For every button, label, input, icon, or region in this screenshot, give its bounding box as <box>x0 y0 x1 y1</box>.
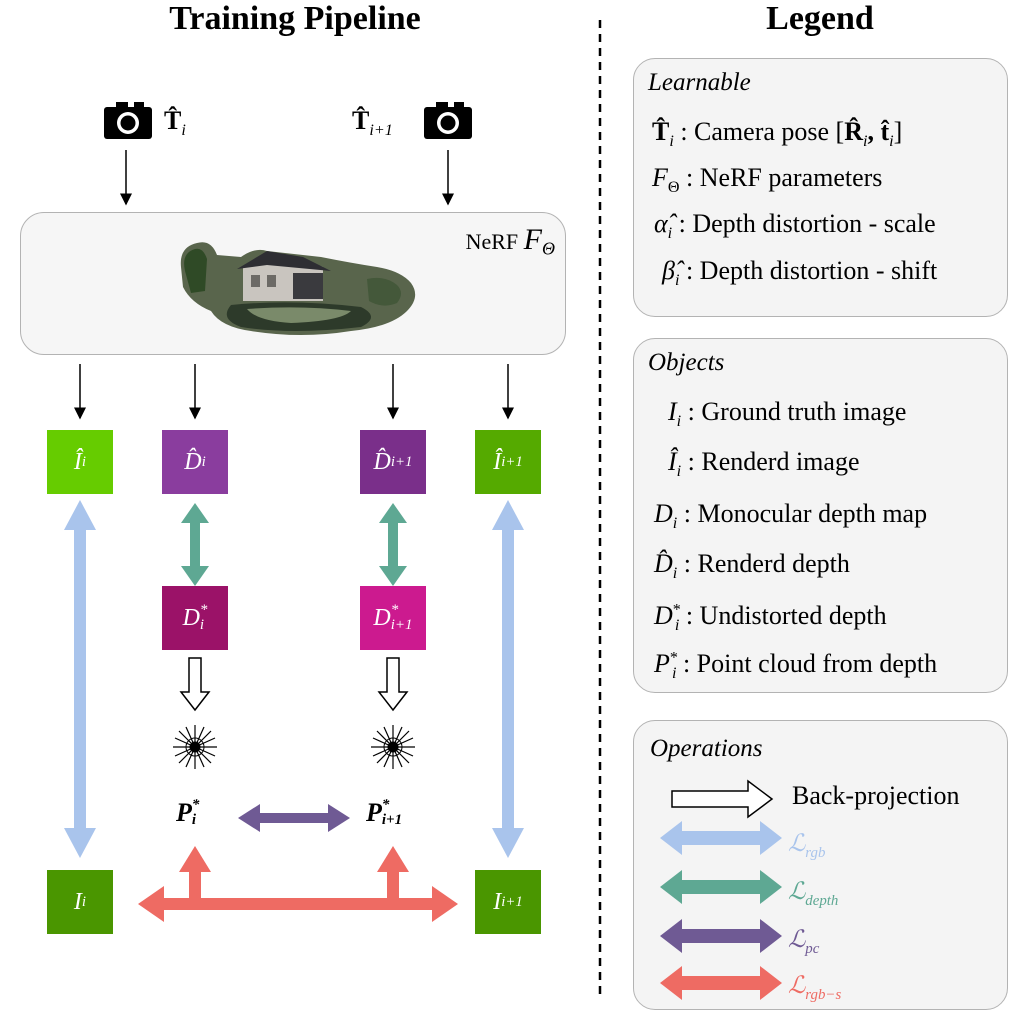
legend-rgbs-loss-label: ℒrgb−s <box>788 973 842 1003</box>
camera-icon <box>102 100 154 147</box>
undistorted-depth-i-node: D*i <box>162 586 228 650</box>
depth-loss-arrow-icon <box>660 870 782 904</box>
camera-pose-label-i1: T̂i+1 <box>352 106 393 140</box>
legend-row-rendered-depth: D̂i : Renderd depth <box>654 549 850 583</box>
back-projection-arrow-icon <box>671 779 774 819</box>
point-cloud-i1-label: P*i+1 <box>366 797 403 828</box>
legend-rgb-loss-label: ℒrgb <box>788 831 826 861</box>
nerf-label: NeRF FΘ <box>465 223 555 259</box>
camera-pose-label-i: T̂i <box>164 106 186 140</box>
pipeline-title: Training Pipeline <box>169 0 421 37</box>
legend-row-nerf-params: FΘ : NeRF parameters <box>652 163 883 197</box>
legend-row-rendered-image: Îi : Renderd image <box>668 447 860 481</box>
nerf-scene-image <box>180 242 416 335</box>
legend-operation-arrows <box>660 779 782 1000</box>
pipeline-arrows <box>64 150 524 922</box>
camera-icon <box>422 100 474 147</box>
legend-row-gt-image: Ii : Ground truth image <box>668 397 907 431</box>
legend-objects-title: Objects <box>648 349 725 376</box>
legend-objects-panel: Objects Ii : Ground truth image Îi : Ren… <box>633 338 1008 693</box>
nerf-model-box: NeRF FΘ <box>20 212 566 355</box>
legend-depth-loss-label: ℒdepth <box>788 879 839 909</box>
legend-learnable-title: Learnable <box>648 69 751 96</box>
legend-row-camera-pose: T̂i : Camera pose [R̂i, t̂i] <box>652 117 903 151</box>
legend-learnable-panel: Learnable T̂i : Camera pose [R̂i, t̂i] F… <box>633 58 1008 317</box>
legend-operations-title: Operations <box>650 735 763 762</box>
point-cloud-icon <box>371 725 415 769</box>
legend-row-depth-scale: α̂i : Depth distortion - scale <box>654 209 936 243</box>
section-divider <box>598 20 602 998</box>
pc-loss-arrow-icon <box>660 919 782 953</box>
legend-row-point-cloud: P*i : Point cloud from depth <box>654 649 938 683</box>
legend-back-projection-label: Back-projection <box>792 781 960 810</box>
rendered-depth-i1-node: D̂i+1 <box>360 430 426 494</box>
rgbs-loss-arrow-icon <box>660 966 782 1000</box>
legend-operations-panel: Operations Back-projection ℒrgb ℒdepth <box>633 720 1008 1010</box>
legend-row-depth-shift: β̂i : Depth distortion - shift <box>662 256 938 290</box>
legend-pc-loss-label: ℒpc <box>788 927 820 957</box>
rendered-depth-i-node: D̂i <box>162 430 228 494</box>
legend-title: Legend <box>766 0 874 37</box>
undistorted-depth-i1-node: D*i+1 <box>360 586 426 650</box>
legend-row-mono-depth: Di : Monocular depth map <box>654 499 928 533</box>
point-cloud-icon <box>173 725 217 769</box>
legend-row-undistorted-depth: D*i : Undistorted depth <box>654 601 887 635</box>
point-cloud-i-label: P*i <box>176 797 200 828</box>
rgb-loss-arrow-icon <box>660 821 782 855</box>
